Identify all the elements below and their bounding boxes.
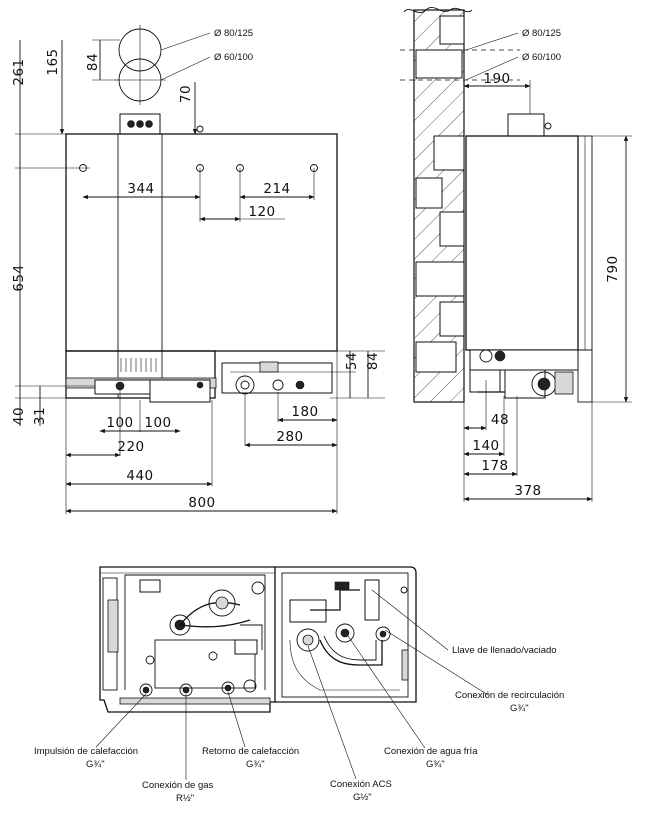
connection-detail-view: Llave de llenado/vaciado Conexión de rec… bbox=[34, 566, 564, 804]
right-components bbox=[281, 572, 409, 698]
flue-column bbox=[117, 133, 163, 399]
dim-261: 261 bbox=[11, 58, 27, 85]
label-retorno: Retorno de calefacción bbox=[202, 746, 299, 757]
dim-344: 344 bbox=[127, 181, 154, 197]
dim-120: 120 bbox=[248, 204, 275, 220]
side-view: Ø 80/125 Ø 60/100 190 790 bbox=[400, 7, 632, 502]
detail-housing bbox=[99, 566, 417, 713]
label-gas-size: R½" bbox=[176, 793, 194, 804]
dim-140: 140 bbox=[472, 438, 499, 454]
flue-circles bbox=[114, 25, 211, 105]
label-gas: Conexión de gas bbox=[142, 780, 214, 791]
dim-54: 54 bbox=[344, 352, 360, 370]
flue-label-60-100: Ø 60/100 bbox=[214, 52, 253, 63]
side-bottom-dims bbox=[463, 380, 593, 502]
dim-440: 440 bbox=[126, 468, 153, 484]
wall-bricks bbox=[415, 15, 465, 373]
bottom-left-fittings bbox=[119, 679, 271, 705]
flue-label-80-125: Ø 80/125 bbox=[214, 28, 253, 39]
bottom-horizontal-dims bbox=[65, 351, 338, 514]
label-agua-fria-size: G¾" bbox=[426, 759, 445, 770]
side-bottom-fittings bbox=[469, 349, 579, 399]
side-flue-label-60-100: Ø 60/100 bbox=[522, 52, 561, 63]
dim-84-bottom: 84 bbox=[365, 352, 381, 370]
label-agua-fria: Conexión de agua fría bbox=[384, 746, 478, 757]
label-recirculacion-size: G¾" bbox=[510, 703, 529, 714]
bottom-fittings bbox=[65, 361, 333, 403]
label-acs: Conexión ACS bbox=[330, 779, 392, 790]
dim-214: 214 bbox=[263, 181, 290, 197]
label-llave-llenado: Llave de llenado/vaciado bbox=[452, 645, 557, 656]
dim-190: 190 bbox=[483, 71, 510, 87]
dim-100-left: 100 bbox=[106, 415, 133, 431]
label-acs-size: G½" bbox=[353, 792, 372, 803]
dim-70: 70 bbox=[178, 85, 194, 103]
dim-84-flue: 84 bbox=[85, 53, 101, 71]
label-recirculacion: Conexión de recirculación bbox=[455, 690, 564, 701]
label-retorno-size: G¾" bbox=[246, 759, 265, 770]
boiler-casing bbox=[65, 133, 338, 352]
dim-654: 654 bbox=[11, 264, 27, 291]
dim-220: 220 bbox=[117, 439, 144, 455]
label-impulsion-size: G¾" bbox=[86, 759, 105, 770]
side-flue-label-80-125: Ø 80/125 bbox=[522, 28, 561, 39]
leader-lines bbox=[95, 589, 489, 780]
side-casing bbox=[465, 135, 579, 351]
dim-48: 48 bbox=[491, 412, 509, 428]
dim-800: 800 bbox=[188, 495, 215, 511]
dim-165: 165 bbox=[45, 48, 61, 75]
dim-180: 180 bbox=[291, 404, 318, 420]
dim-31: 31 bbox=[32, 407, 48, 425]
left-vertical-dims bbox=[15, 39, 120, 426]
front-view: Ø 80/125 Ø 60/100 bbox=[11, 25, 385, 514]
label-impulsion: Impulsión de calefacción bbox=[34, 746, 138, 757]
vent-slots bbox=[120, 358, 157, 372]
dim-280: 280 bbox=[276, 429, 303, 445]
left-components bbox=[124, 574, 266, 690]
dim-40: 40 bbox=[11, 407, 27, 425]
dim-790: 790 bbox=[605, 255, 621, 282]
side-flue-adapter bbox=[507, 113, 545, 137]
dim-178: 178 bbox=[481, 458, 508, 474]
dim-100-right: 100 bbox=[144, 415, 171, 431]
dim-378: 378 bbox=[514, 483, 541, 499]
